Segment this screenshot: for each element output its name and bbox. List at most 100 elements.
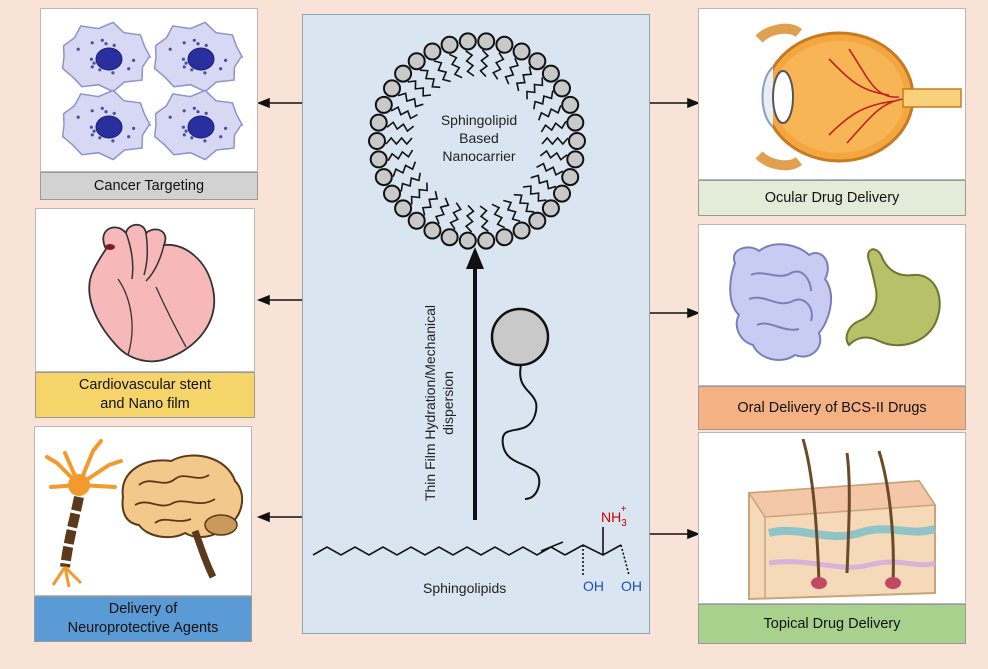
micelle-tail [515,66,533,92]
alkyl-chain [312,546,566,556]
hydroxyl-bond-2 [620,544,630,576]
process-arrow-head [466,247,484,269]
eye-icon [755,23,962,171]
oh-label-2: OH [621,578,642,594]
micelle-tail [541,136,569,146]
ocular-image-panel [698,8,966,180]
nanocarrier-label-line-3: Nanocarrier [442,148,515,164]
micelle-tail [435,197,450,225]
micelle-head [566,113,585,132]
micelle-head [458,231,477,250]
nanocarrier-label-line-2: Based [459,130,499,146]
micelle-tail [410,182,428,205]
micelle-tail [479,49,490,78]
micelle-tail [526,77,544,100]
nanocarrier-label-line-1: Sphingolipid [441,112,517,128]
micelle-head [541,64,560,83]
micelle-tail [530,174,557,190]
micelle-tail [491,203,506,229]
micelle-head [423,42,442,61]
micelle-tail [536,162,564,176]
micelle-tail [397,92,424,108]
cell-nucleus [187,47,215,71]
skin-layers-icon [747,438,937,601]
micelle-tail [392,161,417,177]
micelle-tail [504,57,519,85]
double-bond-line [540,541,564,552]
arrow-to-cardio-icon [256,294,270,306]
micelle-head [374,95,393,114]
micelle-tail [385,136,413,146]
micelle-tail [465,50,475,77]
micelle-tail [390,106,418,120]
micelle-tail [419,69,441,89]
micelle-head [374,168,393,187]
micelle-head [477,32,496,51]
micelle-head [394,199,413,218]
topical-image-panel [698,432,966,604]
micelle-head [512,221,531,240]
process-label-line-2: dispersion [440,371,456,435]
micelle-head [368,132,386,150]
micelle-tail [539,149,568,161]
nh3-label: NH3+ [601,504,627,529]
arrow-to-oral-icon [687,307,701,319]
micelle-tail [533,90,554,110]
ocular-label: Ocular Drug Delivery [698,180,966,216]
oh-label-1: OH [583,578,604,594]
neuro-image-panel [34,426,252,596]
brain-icon [121,454,244,579]
micelle-head [495,228,514,247]
arrow-to-cancer-icon [256,97,270,109]
micelle-head [541,199,560,218]
cell-nucleus [95,115,123,139]
micelle-head [553,184,571,203]
cancer-cells-icon [61,21,244,161]
micelle-tail [433,60,451,83]
micelle-head [383,79,401,98]
micelle-head [566,150,585,169]
micelle-head [553,79,571,98]
micelle-head [561,95,580,114]
micelle-tail [479,205,489,232]
oral-image-panel [698,224,966,386]
cell-nucleus [187,115,215,139]
neuro-label-line-2: Neuroprotective Agents [67,620,219,636]
micelle-tail [407,80,432,97]
arrow-to-topical-icon [687,528,701,540]
micelle-head [528,211,547,230]
neuron-brain-icon [45,439,244,588]
micelle-tail [540,120,567,133]
micelle-head [394,64,413,83]
cell-nucleus [95,47,123,71]
neuro-label: Delivery of Neuroprotective Agents [34,596,252,642]
micelle-tail [449,202,462,230]
micelle-head [568,132,586,150]
neuro-label-line-1: Delivery of [108,601,178,617]
micelle-head [440,35,459,54]
micelle-head [495,35,514,54]
micelle-head [407,52,426,71]
micelle-tail [448,53,463,79]
intestine-stomach-icon [729,243,941,361]
cardio-label-line-2: and Nano film [100,396,190,412]
micelle-tail [386,121,415,133]
central-diagram: Sphingolipid Based Nanocarrier Thin Film… [312,32,642,596]
micelle-tail [421,190,439,216]
cardio-label: Cardiovascular stent and Nano film [35,372,255,418]
lipid-tail-icon [501,364,541,500]
head-chain [564,544,622,556]
micelle-tail [464,204,475,233]
micelle-head [369,150,388,169]
micelle-tail [492,52,505,80]
micelle-tail [503,199,521,222]
intestine-icon [729,243,833,361]
arrow-to-ocular-icon [687,97,701,109]
heart-icon [88,223,215,363]
micelle-head [528,52,547,71]
micelle-head [369,113,388,132]
micelle-tail [513,193,535,213]
micelle-tail [537,105,562,121]
cardio-image-panel [35,208,255,372]
